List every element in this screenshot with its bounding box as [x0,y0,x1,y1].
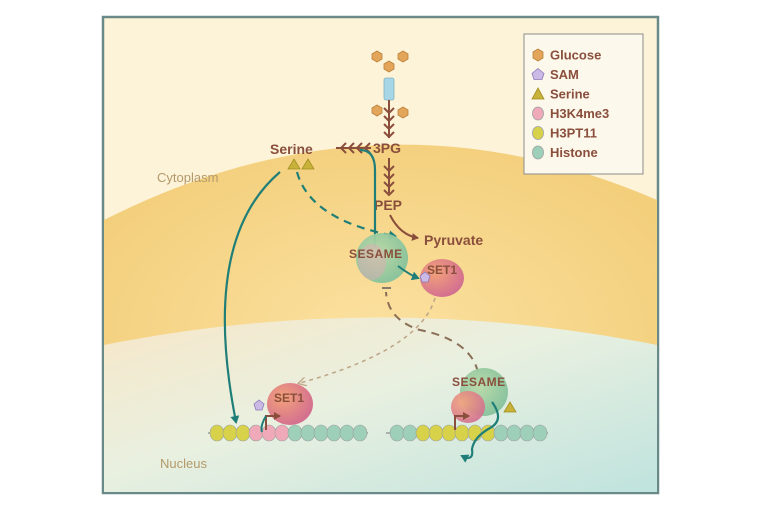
serine-triangle-icon [301,158,315,170]
legend-label: H3PT11 [550,126,597,141]
legend-label: SAM [550,67,579,82]
hexagon-icon [532,48,544,62]
serine-to-nucleus-arrow [223,171,281,424]
histone-oval-icon [326,424,342,442]
legend-label: Glucose [550,48,601,63]
legend-item: SAM [531,67,579,82]
h3k4me3-oval-icon [274,424,290,442]
histone-oval-icon [389,424,405,442]
h3pt11-oval-icon [222,424,238,442]
sesame-label-cyto: SESAME [349,247,403,261]
serine-label: Serine [270,141,313,157]
h3pt11-oval-icon [454,424,470,442]
set1-complex-cyto [420,259,464,297]
set1-subunit-nucleus [451,391,485,423]
glucose-transporter [383,77,395,101]
oval-icon [532,106,544,121]
h3pt11-oval-icon [235,424,251,442]
serine-molecules [287,158,315,170]
histone-oval-icon [339,424,355,442]
glucose-icon [383,60,395,73]
oval-icon [532,126,544,140]
legend-box [523,33,644,175]
h3pt11-oval-icon [209,424,225,442]
sam-pentagon-icon [419,271,431,283]
sesame-complex-cyto [356,233,408,283]
legend-label: Histone [550,145,598,160]
glycolysis-chain [336,100,395,197]
3pg-label: 3PG [373,140,401,156]
cytoplasm-label: Cytoplasm [157,170,218,185]
glucose-molecules [371,50,409,119]
chromatin-right [386,424,548,442]
sesame-feedback-loop [460,401,500,463]
legend-item: Serine [531,87,590,102]
pyruvate-label: Pyruvate [424,232,483,248]
histone-oval-icon [287,424,303,442]
h3k4me3-oval-icon [261,424,277,442]
legend-label: H3K4me3 [550,106,609,121]
sesame-to-serine-pathway-arrow [359,148,377,248]
pep-to-pyruvate-arrow [389,214,419,241]
histone-oval-icon [532,424,548,442]
h3pt11-oval-icon [441,424,457,442]
legend-item: Histone [532,145,598,160]
histone-oval-icon [402,424,418,442]
h3pt11-oval-icon [428,424,444,442]
sam-pentagon-icon [253,399,265,411]
legend-item: H3K4me3 [532,106,609,121]
sesame-label-nucleus: SESAME [452,375,506,389]
triangle-icon [531,87,545,100]
glucose-icon [371,104,383,117]
pep-label: PEP [374,197,402,213]
histone-oval-icon [519,424,535,442]
legend-item: Glucose [532,48,601,63]
glucose-icon [371,50,383,63]
histone-oval-icon [352,424,368,442]
glucose-icon [397,50,409,63]
nucleus-label: Nucleus [160,456,207,471]
h3pt11-oval-icon [467,424,483,442]
histone-oval-icon [313,424,329,442]
set1-label-nucleus: SET1 [274,391,304,405]
legend-label: Serine [550,87,590,102]
serine-triangle-icon [503,401,517,413]
transcription-arrow-right [454,412,470,430]
sesame-export-inhibition [385,291,479,373]
histone-oval-icon [506,424,522,442]
set1-label-cyto: SET1 [427,263,457,277]
set1-nuclear-import-arrow [300,297,436,383]
histone-oval-icon [300,424,316,442]
nucleus-region [104,317,657,492]
pentagon-icon [531,67,545,80]
serine-triangle-icon [287,158,301,170]
sesame-to-set1-arrow [397,265,420,281]
legend-item: H3PT11 [532,126,597,141]
h3pt11-oval-icon [415,424,431,442]
histone-oval-icon [493,424,509,442]
oval-icon [532,145,544,160]
glucose-icon [397,106,409,119]
serine-to-sesame-arrow [295,171,397,240]
